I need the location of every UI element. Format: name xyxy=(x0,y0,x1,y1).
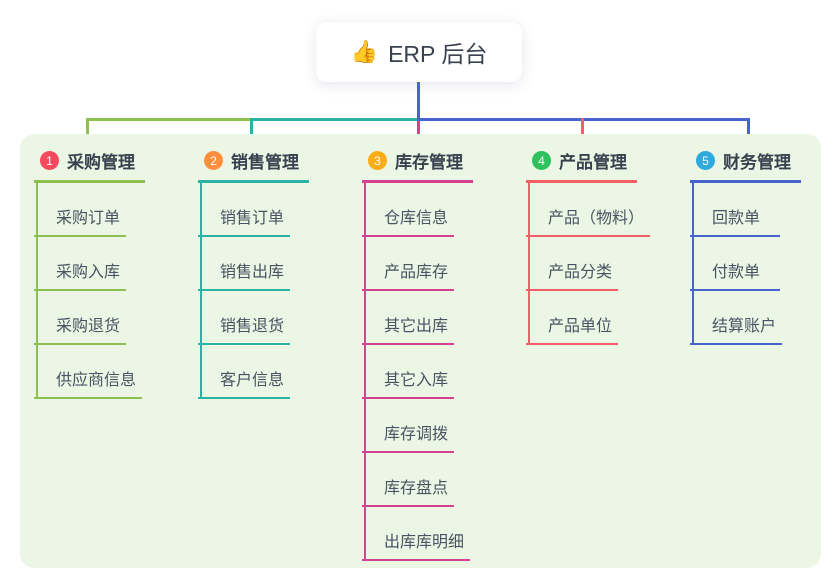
leaf-node[interactable]: 产品分类 xyxy=(526,237,619,291)
leaf-node-label: 其它出库 xyxy=(384,318,449,335)
connector-drop-sales xyxy=(250,118,253,144)
leaf-node-label: 库存盘点 xyxy=(384,480,449,497)
connector-horizontal-teal xyxy=(252,118,418,121)
leaf-node[interactable]: 产品库存 xyxy=(362,237,455,291)
root-node[interactable]: 👍 ERP 后台 xyxy=(316,22,522,82)
leaf-node[interactable]: 采购退货 xyxy=(34,291,127,345)
leaf-node-label: 采购退货 xyxy=(56,318,121,335)
leaf-node-label: 付款单 xyxy=(712,264,761,281)
leaf-node[interactable]: 其它入库 xyxy=(362,345,455,399)
leaf-node[interactable]: 产品单位 xyxy=(526,291,619,345)
leaf-node[interactable]: 仓库信息 xyxy=(362,183,455,237)
leaf-node-label: 产品库存 xyxy=(384,264,449,281)
leaf-node[interactable]: 付款单 xyxy=(690,237,780,291)
leaf-node[interactable]: 库存调拨 xyxy=(362,399,455,453)
leaf-node[interactable]: 客户信息 xyxy=(198,345,291,399)
branch-title-inventory[interactable]: 3 库存管理 xyxy=(362,148,473,183)
leaf-node[interactable]: 其它出库 xyxy=(362,291,455,345)
branch-index-badge: 4 xyxy=(532,151,551,170)
connector-horizontal-green xyxy=(86,118,252,121)
branch-finance: 5 财务管理 回款单 付款单 结算账户 xyxy=(690,148,839,345)
connector-drop-finance xyxy=(747,118,750,144)
leaf-node[interactable]: 采购入库 xyxy=(34,237,127,291)
leaf-node-label: 产品（物料） xyxy=(548,210,645,227)
leaf-node-label: 客户信息 xyxy=(220,372,285,389)
connector-drop-product xyxy=(581,118,584,144)
leaf-node-label: 采购订单 xyxy=(56,210,121,227)
branch-index-badge: 5 xyxy=(696,151,715,170)
branch-items-purchase: 采购订单 采购入库 采购退货 供应商信息 xyxy=(34,183,196,399)
leaf-node-label: 产品单位 xyxy=(548,318,613,335)
branch-title-purchase[interactable]: 1 采购管理 xyxy=(34,148,145,183)
connector-root-stem xyxy=(417,82,420,118)
branch-title-sales[interactable]: 2 销售管理 xyxy=(198,148,309,183)
branch-inventory: 3 库存管理 仓库信息 产品库存 其它出库 其它入库 库存调拨 库存盘点 出库库… xyxy=(362,148,524,561)
branch-purchase: 1 采购管理 采购订单 采购入库 采购退货 供应商信息 xyxy=(34,148,196,399)
leaf-node-label: 供应商信息 xyxy=(56,372,137,389)
leaf-node[interactable]: 供应商信息 xyxy=(34,345,143,399)
branch-items-inventory: 仓库信息 产品库存 其它出库 其它入库 库存调拨 库存盘点 出库库明细 xyxy=(362,183,524,561)
leaf-node[interactable]: 销售订单 xyxy=(198,183,291,237)
leaf-node-label: 回款单 xyxy=(712,210,761,227)
branch-title-label: 库存管理 xyxy=(395,153,463,172)
leaf-node[interactable]: 销售退货 xyxy=(198,291,291,345)
branch-title-label: 采购管理 xyxy=(67,153,135,172)
branch-title-label: 产品管理 xyxy=(559,153,627,172)
branch-product: 4 产品管理 产品（物料） 产品分类 产品单位 xyxy=(526,148,688,345)
branch-title-label: 销售管理 xyxy=(231,153,299,172)
leaf-node[interactable]: 采购订单 xyxy=(34,183,127,237)
leaf-node[interactable]: 回款单 xyxy=(690,183,780,237)
leaf-node-label: 采购入库 xyxy=(56,264,121,281)
branch-group-panel xyxy=(20,134,821,568)
thumbs-up-icon: 👍 xyxy=(350,39,379,64)
branch-index-badge: 3 xyxy=(368,151,387,170)
leaf-node-label: 销售出库 xyxy=(220,264,285,281)
leaf-node-label: 产品分类 xyxy=(548,264,613,281)
leaf-node-label: 库存调拨 xyxy=(384,426,449,443)
leaf-node[interactable]: 销售出库 xyxy=(198,237,291,291)
branch-items-product: 产品（物料） 产品分类 产品单位 xyxy=(526,183,688,345)
leaf-node-label: 出库库明细 xyxy=(384,534,465,551)
branch-title-label: 财务管理 xyxy=(723,153,791,172)
connector-drop-inventory xyxy=(417,121,420,144)
leaf-node[interactable]: 库存盘点 xyxy=(362,453,455,507)
branch-title-finance[interactable]: 5 财务管理 xyxy=(690,148,801,183)
leaf-node[interactable]: 结算账户 xyxy=(690,291,783,345)
branch-items-finance: 回款单 付款单 结算账户 xyxy=(690,183,839,345)
leaf-node-label: 结算账户 xyxy=(712,318,777,335)
branch-index-badge: 2 xyxy=(204,151,223,170)
leaf-node[interactable]: 出库库明细 xyxy=(362,507,471,561)
leaf-node-label: 其它入库 xyxy=(384,372,449,389)
branch-items-sales: 销售订单 销售出库 销售退货 客户信息 xyxy=(198,183,360,399)
connector-drop-purchase xyxy=(86,118,89,144)
leaf-node-label: 销售订单 xyxy=(220,210,285,227)
leaf-node[interactable]: 产品（物料） xyxy=(526,183,651,237)
leaf-node-label: 销售退货 xyxy=(220,318,285,335)
branch-index-badge: 1 xyxy=(40,151,59,170)
root-node-label: ERP 后台 xyxy=(388,41,488,67)
branch-sales: 2 销售管理 销售订单 销售出库 销售退货 客户信息 xyxy=(198,148,360,399)
leaf-node-label: 仓库信息 xyxy=(384,210,449,227)
branch-title-product[interactable]: 4 产品管理 xyxy=(526,148,637,183)
